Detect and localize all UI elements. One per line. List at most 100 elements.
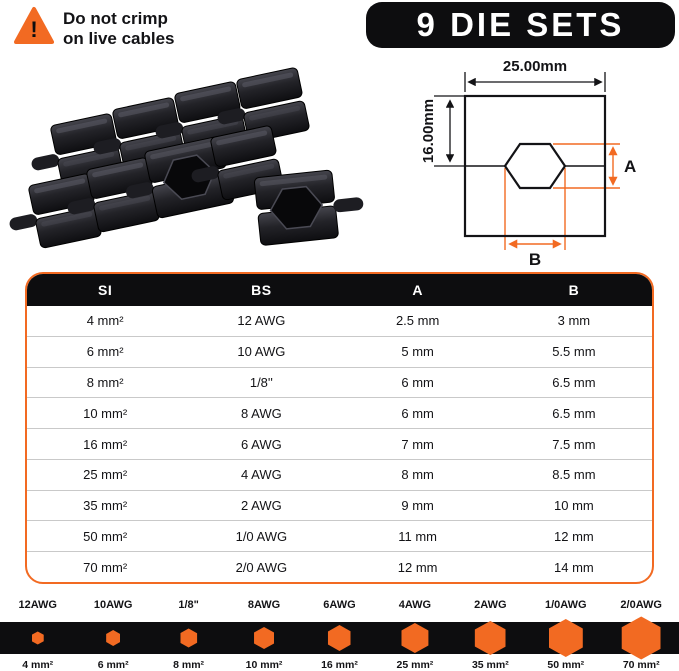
scale-item: 6AWG 16 mm² [302, 598, 377, 671]
hex-icon [401, 623, 429, 653]
table-row: 4 mm² 12 AWG 2.5 mm 3 mm [27, 306, 652, 336]
warning-text: Do not crimp on live cables [63, 6, 175, 48]
hex-icon [474, 621, 506, 655]
size-scale: 12AWG 4 mm² 10AWG 6 mm² 1/8" 8 mm² 8AWG … [0, 598, 679, 671]
table-cell: 5 mm [401, 344, 434, 360]
table-cell: 35 mm² [83, 498, 128, 514]
dimension-diagram: 25.00mm 16.00mm A B [420, 56, 675, 273]
die-sets-photo [2, 52, 374, 273]
awg-label: 6AWG [323, 599, 356, 611]
awg-label: 1/8" [178, 599, 199, 611]
table-row: 6 mm² 10 AWG 5 mm 5.5 mm [27, 335, 652, 367]
mm-label: 10 mm² [245, 659, 283, 671]
table-cell: 25 mm² [83, 467, 128, 483]
table-cell: 16 mm² [83, 436, 128, 452]
table-row: 10 mm² 8 AWG 6 mm 6.5 mm [27, 397, 652, 428]
table-cell: 14 mm [554, 559, 594, 575]
mm-label: 70 mm² [622, 659, 660, 671]
hex-icon [31, 631, 44, 645]
table-row: 35 mm² 2 AWG 9 mm 10 mm [27, 489, 652, 521]
table-cell: 10 mm² [83, 405, 128, 421]
page-title: 9 DIE SETS [416, 6, 625, 43]
mm-label: 4 mm² [22, 659, 54, 671]
table-cell: 12 mm [554, 528, 594, 544]
table-cell: 4 mm² [86, 313, 124, 329]
width-dimension-label: 25.00mm [503, 58, 567, 75]
table-cell: 6 mm [401, 374, 434, 390]
table-cell: 4 AWG [241, 467, 282, 483]
table-cell: 6.5 mm [552, 405, 596, 421]
table-cell: 70 mm² [83, 559, 128, 575]
table-cell: 8 mm [401, 467, 434, 483]
die-outline [463, 94, 607, 238]
mm-label: 50 mm² [547, 659, 585, 671]
col-header-b: B [568, 282, 580, 298]
awg-label: 2/0AWG [620, 599, 662, 611]
die-with-hex-opening [126, 135, 236, 220]
warning-line-1: Do not crimp [63, 9, 168, 28]
die-sets-illustration [2, 66, 364, 255]
table-cell: 6 mm² [86, 344, 124, 360]
spec-table-header: SI BS A B [27, 274, 652, 306]
table-cell: 50 mm² [83, 528, 128, 544]
table-cell: 2 AWG [241, 498, 282, 514]
spec-table-body: 4 mm² 12 AWG 2.5 mm 3 mm 6 mm² 10 AWG 5 … [27, 306, 652, 582]
awg-label: 2AWG [474, 599, 507, 611]
mm-label: 35 mm² [471, 659, 509, 671]
table-cell: 2/0 AWG [235, 559, 288, 575]
warning-line-2: on live cables [63, 28, 175, 48]
scale-item: 2/0AWG 70 mm² [604, 598, 679, 671]
hex-icon [548, 619, 583, 657]
table-cell: 12 mm [397, 559, 438, 575]
awg-label: 10AWG [93, 599, 133, 611]
table-cell: 8 mm² [86, 374, 124, 390]
die-with-hex-opening [253, 169, 364, 247]
table-cell: 10 AWG [237, 344, 286, 360]
table-row: 16 mm² 6 AWG 7 mm 7.5 mm [27, 428, 652, 459]
col-header-bs: BS [251, 282, 272, 298]
hex-icon [327, 625, 351, 651]
warning-triangle-icon: ! [14, 7, 54, 44]
table-cell: 6 mm [401, 405, 434, 421]
hex-aperture [503, 142, 567, 190]
die [2, 172, 103, 255]
scale-item: 10AWG 6 mm² [75, 598, 150, 671]
dim-a-label: A [624, 157, 636, 176]
table-row: 8 mm² 1/8'' 6 mm 6.5 mm [27, 366, 652, 398]
table-cell: 7.5 mm [552, 436, 596, 452]
svg-text:!: ! [30, 17, 37, 42]
awg-label: 8AWG [247, 599, 281, 611]
scale-item: 4AWG 25 mm² [377, 598, 452, 671]
table-cell: 1/8'' [249, 374, 273, 390]
table-cell: 5.5 mm [552, 344, 596, 360]
table-cell: 1/0 AWG [235, 528, 288, 544]
table-row: 25 mm² 4 AWG 8 mm 8.5 mm [27, 458, 652, 490]
table-cell: 6.5 mm [552, 374, 596, 390]
awg-label: 12AWG [18, 599, 57, 611]
table-cell: 8.5 mm [552, 467, 596, 483]
hex-icon [180, 628, 198, 648]
die-dimensions-drawing: 25.00mm 16.00mm A B [420, 58, 636, 269]
table-cell: 12 AWG [237, 313, 286, 329]
table-cell: 3 mm [557, 313, 591, 329]
scale-item: 1/0AWG 50 mm² [528, 598, 603, 671]
table-cell: 9 mm [401, 498, 434, 514]
table-cell: 2.5 mm [395, 313, 440, 329]
spec-table: SI BS A B 4 mm² 12 AWG 2.5 mm 3 mm 6 mm²… [25, 272, 654, 584]
col-header-a: A [412, 282, 423, 298]
dim-b-label: B [529, 250, 541, 268]
scale-item: 1/8" 8 mm² [151, 598, 226, 671]
hex-icon [106, 630, 121, 646]
table-row: 50 mm² 1/0 AWG 11 mm 12 mm [27, 520, 652, 551]
col-header-si: SI [98, 282, 113, 298]
table-cell: 11 mm [398, 528, 437, 544]
table-cell: 6 AWG [241, 436, 282, 452]
table-cell: 8 AWG [241, 405, 282, 421]
hex-icon [621, 616, 661, 660]
scale-item: 12AWG 4 mm² [0, 598, 75, 671]
hex-icon [254, 627, 275, 649]
mm-label: 8 mm² [173, 659, 205, 671]
height-dimension-label: 16.00mm [420, 99, 437, 163]
mm-label: 6 mm² [97, 659, 129, 671]
